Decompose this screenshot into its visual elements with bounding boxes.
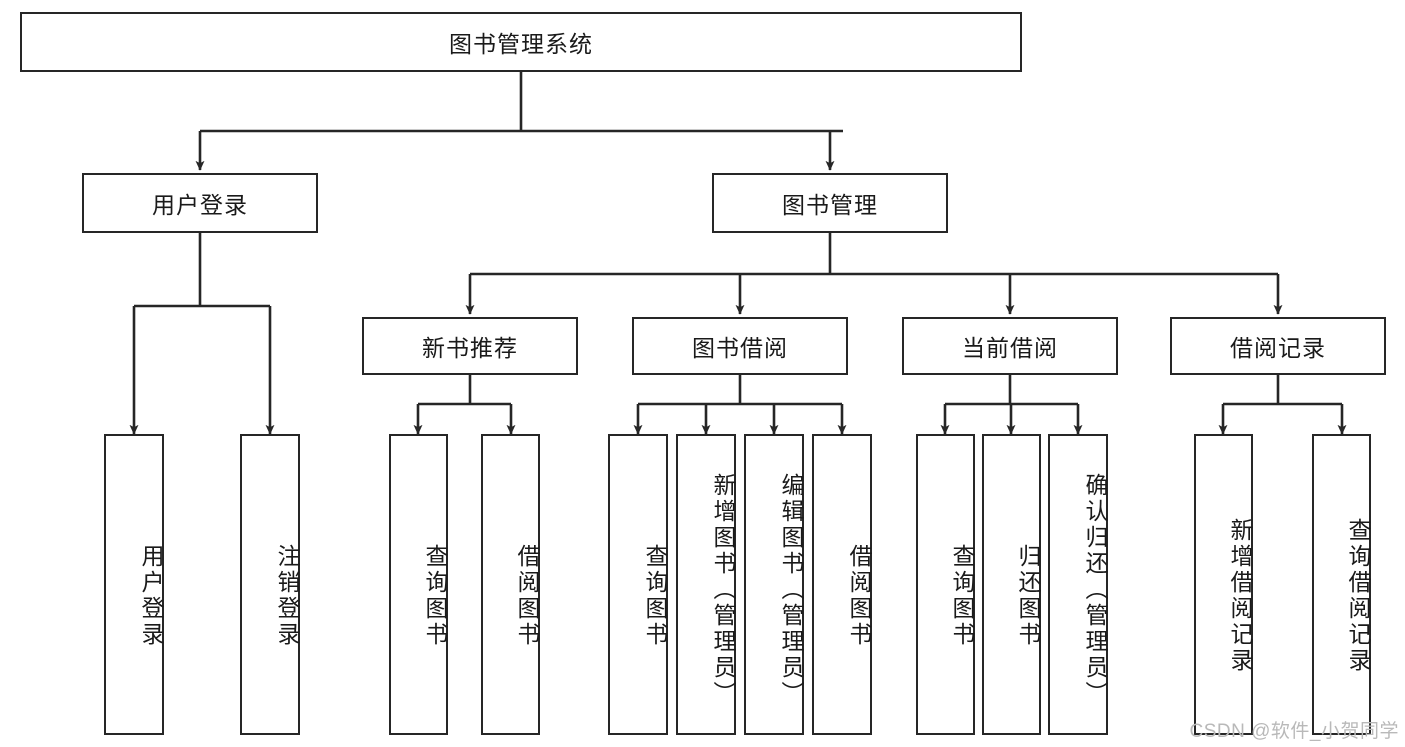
node-label: 查询借阅记录 [1345, 517, 1371, 674]
node-borrow-records[interactable]: 借阅记录 [1170, 317, 1386, 375]
leaf-user-login[interactable]: 用户登录 [104, 434, 164, 735]
node-label: 注销登录 [274, 543, 300, 648]
node-label: 新增借阅记录 [1227, 517, 1253, 674]
node-label: 图书管理 [782, 192, 878, 218]
leaf-borrow-query[interactable]: 查询图书 [608, 434, 668, 735]
node-label: 用户登录 [152, 192, 248, 218]
node-label: 新增图书（管理员） [710, 472, 736, 707]
node-root-system[interactable]: 图书管理系统 [20, 12, 1022, 72]
node-label: 借阅图书 [514, 543, 540, 648]
connectors [129, 72, 1347, 435]
node-label: 图书借阅 [692, 335, 788, 361]
leaf-records-query[interactable]: 查询借阅记录 [1312, 434, 1371, 735]
leaf-current-return[interactable]: 归还图书 [982, 434, 1041, 735]
leaf-current-confirm-return-admin[interactable]: 确认归还（管理员） [1048, 434, 1108, 735]
leaf-records-add[interactable]: 新增借阅记录 [1194, 434, 1253, 735]
watermark-text: CSDN @软件_小贺同学 [1189, 721, 1399, 742]
node-label: 归还图书 [1015, 543, 1041, 648]
leaf-borrow-edit-book-admin[interactable]: 编辑图书（管理员） [744, 434, 804, 735]
leaf-borrow-borrow-book[interactable]: 借阅图书 [812, 434, 872, 735]
node-label: 用户登录 [138, 543, 164, 648]
node-label: 借阅图书 [846, 543, 872, 648]
node-new-book-recommend[interactable]: 新书推荐 [362, 317, 578, 375]
leaf-user-logout[interactable]: 注销登录 [240, 434, 300, 735]
node-label: 借阅记录 [1230, 335, 1326, 361]
leaf-newbook-borrow[interactable]: 借阅图书 [481, 434, 540, 735]
node-label: 查询图书 [422, 543, 448, 648]
node-user-login[interactable]: 用户登录 [82, 173, 318, 233]
node-label: 编辑图书（管理员） [778, 472, 804, 707]
node-book-borrow[interactable]: 图书借阅 [632, 317, 848, 375]
node-book-management[interactable]: 图书管理 [712, 173, 948, 233]
node-label: 查询图书 [642, 543, 668, 648]
node-label: 新书推荐 [422, 335, 518, 361]
node-label: 查询图书 [949, 543, 975, 648]
leaf-newbook-query[interactable]: 查询图书 [389, 434, 448, 735]
node-label: 当前借阅 [962, 335, 1058, 361]
leaf-borrow-add-book-admin[interactable]: 新增图书（管理员） [676, 434, 736, 735]
node-label: 图书管理系统 [449, 31, 593, 57]
node-current-borrow[interactable]: 当前借阅 [902, 317, 1118, 375]
node-label: 确认归还（管理员） [1082, 472, 1108, 707]
leaf-current-query[interactable]: 查询图书 [916, 434, 975, 735]
